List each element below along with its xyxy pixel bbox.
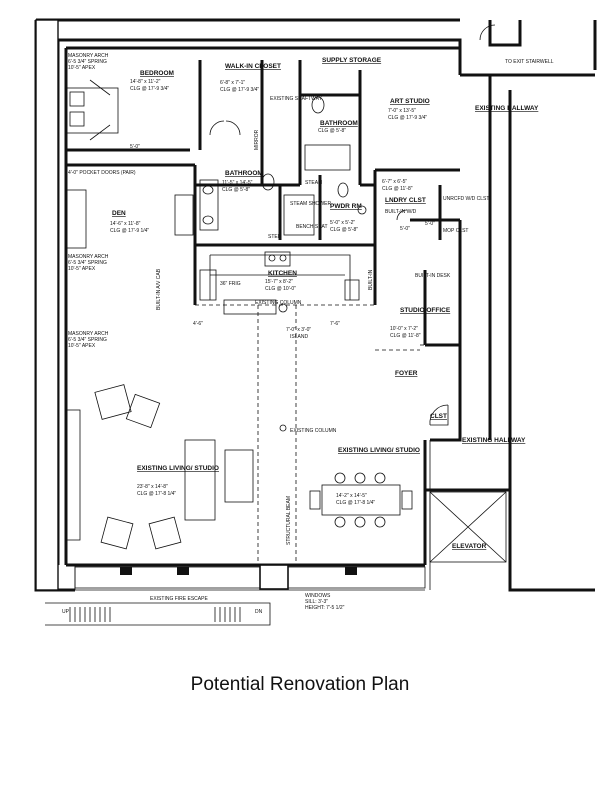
bathroom-small-name: BATHROOM (320, 120, 358, 127)
living-left-clg: CLG @ 17'-8 1/4" (137, 491, 176, 497)
bed (65, 79, 119, 141)
note-fire-escape: EXISTING FIRE ESCAPE (150, 596, 208, 602)
note-masonry-arch-1b: 6'-5 3/4" SPRING (68, 59, 107, 65)
dim-kitchen-36: 36" FRIG (220, 281, 241, 287)
dining-table (309, 472, 413, 528)
note-island: ISLAND (290, 334, 308, 340)
pwdr-rm-clg: CLG @ 5'-8" (330, 227, 358, 233)
art-studio-dims: 7'-0" x 13'-5" (388, 108, 416, 114)
window-band (74, 564, 426, 590)
note-structural-beam: STRUCTURAL BEAM (286, 496, 292, 545)
note-built-in-desk: BUILT-IN DESK (415, 273, 451, 279)
lndry-clst-dims: 6'-7" x 6'-5" (382, 179, 407, 185)
note-built-in-right: BUILT-IN (368, 269, 374, 290)
note-island-dim: 7'-0" x 3'-0" (286, 327, 311, 333)
mop-clst-label: MOP CLST (443, 228, 468, 234)
note-built-in-av: BUILT-IN A/V CAB (156, 268, 162, 310)
note-masonry-arch-3c: 10'-5" APEX (68, 343, 96, 349)
doors (209, 24, 496, 426)
hallway-top-name: EXISTING HALLWAY (475, 105, 539, 112)
dim-den-right: 5'-0" (400, 226, 410, 232)
note-step: STEP (268, 234, 282, 240)
living-left-dims: 23'-8" x 14'-8" (137, 484, 168, 490)
structural-beam (195, 299, 425, 565)
living-right-dims: 14'-2" x 14'-5" (336, 493, 367, 499)
note-existing-column-2: EXISTING COLUMN (290, 428, 337, 434)
den-clg: CLG @ 17'-9 1/4" (110, 228, 149, 234)
walk-in-closet-dims: 6'-8" x 7'-1" (220, 80, 245, 86)
room-labels: BEDROOM 14'-8" x 11'-2" CLG @ 17'-9 3/4"… (110, 57, 539, 550)
den-name: DEN (112, 210, 126, 217)
note-fire-dn: DN (255, 609, 263, 615)
bath-fixtures (199, 96, 367, 236)
note-masonry-arch-1: MASONRY ARCH (68, 53, 109, 59)
fire-escape (45, 602, 271, 626)
bedroom-dims: 14'-8" x 11'-2" (130, 79, 161, 85)
note-masonry-arch-2c: 10'-5" APEX (68, 266, 96, 272)
note-mirror: MIRROR (254, 129, 260, 150)
note-existing-column-1: EXISTING COLUMN (255, 300, 302, 306)
walk-in-closet-name: WALK-IN CLOSET (225, 63, 281, 70)
kitchen-dims: 15'-7" x 8'-2" (265, 279, 293, 285)
dim-den-width: 5'-0" (130, 144, 140, 150)
note-existing-shaftway: EXISTING SHAFTWAY (270, 96, 323, 102)
steam-shower-label: STEAM SHOWER (290, 201, 332, 207)
bathroom-main-clg: CLG @ 5'-8" (222, 187, 250, 193)
walk-in-closet-clg: CLG @ 17'-9 3/4" (220, 87, 259, 93)
bedroom-clg: CLG @ 17'-9 3/4" (130, 86, 169, 92)
bench-seat-label: BENCH SEAT (296, 224, 328, 230)
den-sofa (65, 189, 194, 249)
living-right-clg: CLG @ 17'-8 1/4" (336, 500, 375, 506)
interior-walls (66, 60, 462, 347)
dim-studio-5: 5'-0" (425, 221, 435, 227)
foyer-name: FOYER (395, 370, 418, 377)
living-left-name: EXISTING LIVING/ STUDIO (137, 465, 219, 472)
dimension-labels: 5'-0" 5'-0" 4'-6" 36" FRIG 7'-6" 5'-0" (130, 144, 435, 327)
bathroom-main-dims: 11'-5" x 14'-5" (222, 180, 253, 186)
note-windows-1: WINDOWS (305, 593, 331, 599)
supply-storage-name: SUPPLY STORAGE (322, 57, 382, 64)
studio-office-dims: 10'-0" x 7'-2" (390, 326, 418, 332)
bedroom-name: BEDROOM (140, 70, 174, 77)
dim-kitchen-right: 7'-6" (330, 321, 340, 327)
studio-office-clg: CLG @ 11'-8" (390, 333, 421, 339)
note-fire-up: UP (62, 609, 70, 615)
steam-label: STEAM (305, 180, 322, 186)
studio-office-name: STUDIO OFFICE (400, 307, 451, 314)
plan-caption: Potential Renovation Plan (190, 674, 410, 695)
bathroom-small-clg: CLG @ 5'-8" (318, 128, 346, 134)
exterior-walls (34, 18, 597, 592)
lndry-clst-clg: CLG @ 11'-8" (382, 186, 413, 192)
kitchen-name: KITCHEN (268, 270, 297, 277)
bathroom-main-name: BATHROOM (225, 170, 263, 177)
pwdr-rm-name: PWDR RM (330, 203, 362, 210)
pwdr-rm-dims: 5'-0" x 5'-2" (330, 220, 355, 226)
note-windows-2: SILL: 3'-3" (305, 599, 328, 605)
note-masonry-arch-2b: 6'-5 3/4" SPRING (68, 260, 107, 266)
art-studio-name: ART STUDIO (390, 98, 430, 105)
lndry-clst-note: BUILT-IN W/D (385, 209, 417, 215)
note-masonry-arch-3b: 6'-5 3/4" SPRING (68, 337, 107, 343)
kitchen-clg: CLG @ 10'-0" (265, 286, 296, 292)
kitchen-fixtures (199, 251, 360, 301)
note-to-exit: TO EXIT STAIRWELL (505, 59, 554, 65)
note-masonry-arch-3: MASONRY ARCH (68, 331, 109, 337)
clst-name: CLST (430, 413, 447, 420)
note-pocket-doors: 4'-0" POCKET DOORS (PAIR) (68, 170, 136, 176)
notes: MASONRY ARCH 6'-5 3/4" SPRING 10'-5" APE… (62, 53, 554, 615)
note-windows-3: HEIGHT: 7'-5 1/2" (305, 605, 345, 611)
unrcfd-clst-label: UNRCFD W/D CLST (443, 196, 489, 202)
living-right-name: EXISTING LIVING/ STUDIO (338, 447, 420, 454)
art-studio-clg: CLG @ 17'-9 3/4" (388, 115, 427, 121)
elevator-name: ELEVATOR (452, 543, 487, 550)
dim-kitchen-left: 4'-6" (193, 321, 203, 327)
note-masonry-arch-2: MASONRY ARCH (68, 254, 109, 260)
note-masonry-arch-1c: 10'-5" APEX (68, 65, 96, 71)
hallway-area (423, 73, 595, 592)
hallway-bottom-name: EXISTING HALLWAY (462, 437, 526, 444)
lndry-clst-name: LNDRY CLST (385, 197, 426, 204)
living-furniture (65, 384, 254, 550)
den-dims: 14'-6" x 11'-8" (110, 221, 141, 227)
